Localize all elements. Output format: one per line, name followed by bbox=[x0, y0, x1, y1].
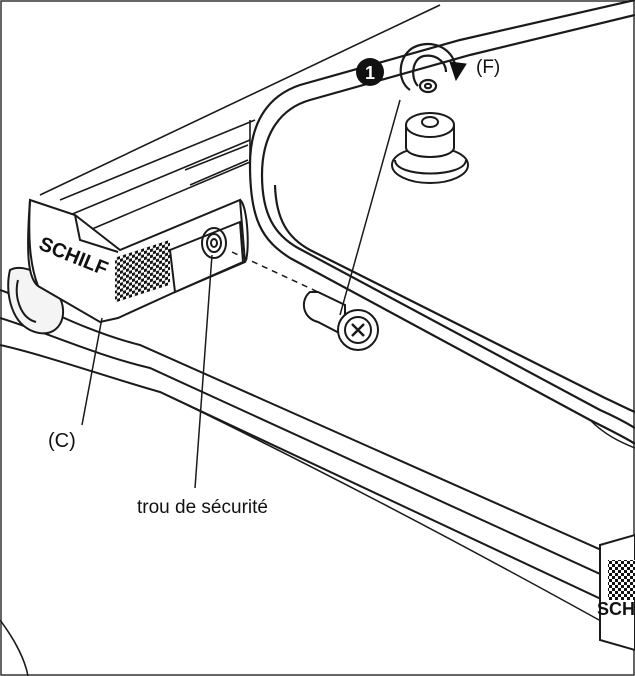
brand-label-right: SCH bbox=[597, 599, 635, 619]
safety-hole-label: trou de sécurité bbox=[137, 497, 268, 518]
fastener-label: (F) bbox=[476, 57, 500, 78]
slide-rails bbox=[39, 4, 441, 233]
base-tray bbox=[0, 289, 635, 641]
clip-label: (C) bbox=[48, 430, 76, 452]
upper-cover bbox=[248, 0, 635, 449]
step-number: 1 bbox=[365, 63, 375, 83]
safety-hole-feature bbox=[201, 227, 227, 259]
safety-hole-leader-line bbox=[194, 254, 213, 489]
clip-right bbox=[599, 533, 635, 652]
screw bbox=[302, 291, 379, 351]
bottom-left-edge bbox=[0, 619, 29, 676]
fastener-knob bbox=[391, 112, 469, 184]
alignment-dashed-line bbox=[231, 251, 319, 293]
clip-leader-line bbox=[81, 317, 103, 426]
fastener-leader-line bbox=[339, 99, 401, 316]
rotation-arrow-icon bbox=[399, 42, 467, 94]
step-badge-icon bbox=[356, 58, 384, 86]
clip-c bbox=[27, 198, 249, 324]
